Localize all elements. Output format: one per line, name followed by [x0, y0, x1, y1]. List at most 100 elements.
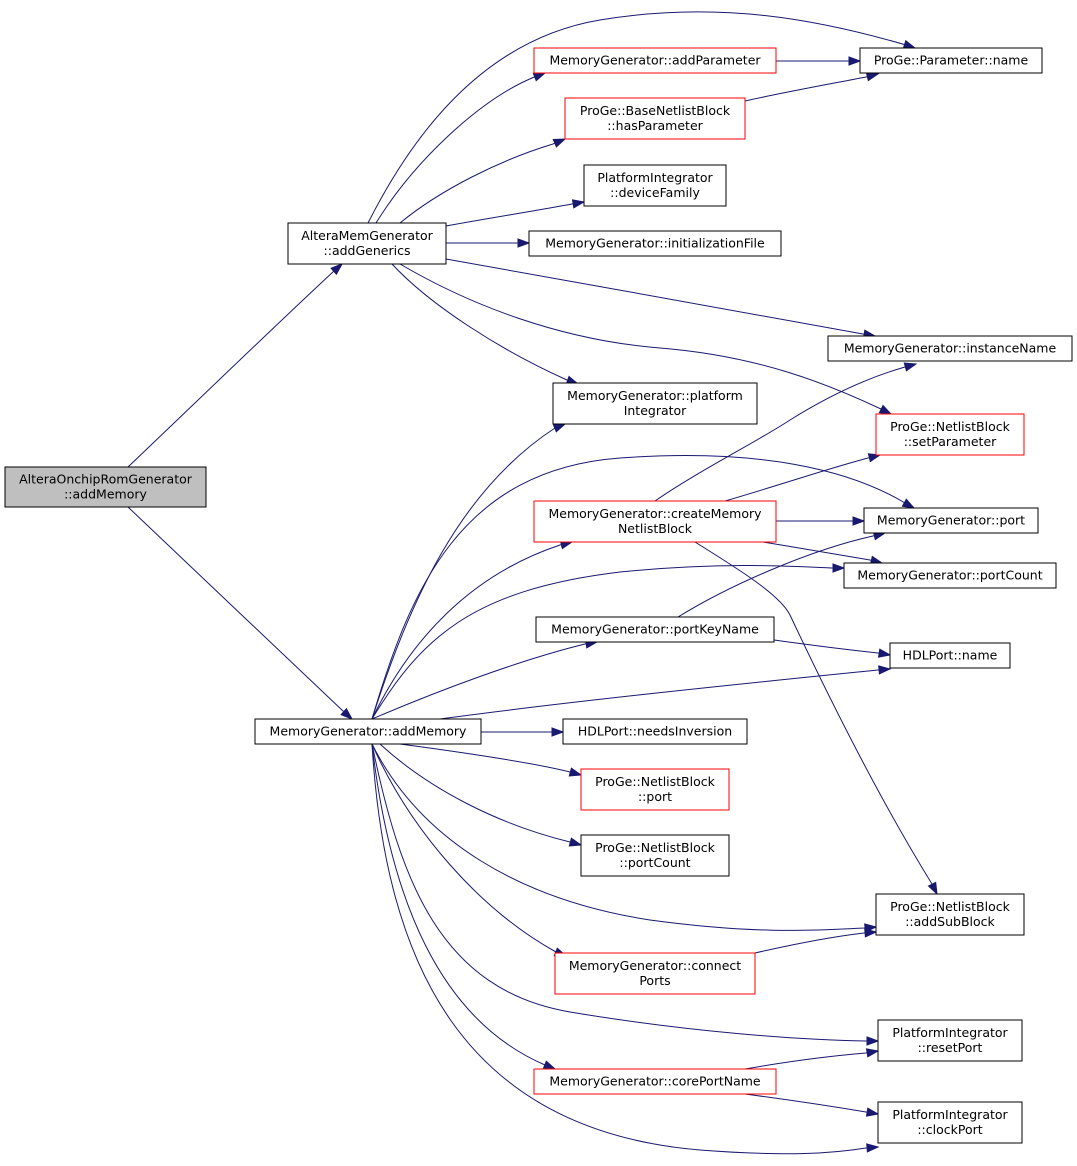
edge-portKeyName-to-mgPort [677, 531, 887, 618]
arrowhead-icon [551, 727, 565, 737]
edge-root-to-addGenerics [127, 263, 344, 468]
arrowhead-icon [902, 39, 917, 49]
node-box [843, 562, 1057, 589]
arrowhead-icon [877, 648, 892, 658]
node-box [580, 834, 730, 877]
node-clockPort[interactable]: PlatformIntegrator::clockPort [877, 1101, 1023, 1144]
arrowhead-icon [865, 72, 880, 82]
node-box [859, 47, 1043, 74]
node-paramName[interactable]: ProGe::Parameter::name [859, 47, 1043, 74]
node-addMemoryMG[interactable]: MemoryGenerator::addMemory [254, 718, 482, 745]
node-corePortName[interactable]: MemoryGenerator::corePortName [533, 1068, 777, 1095]
node-label: PlatformIntegrator [892, 1025, 1008, 1040]
node-mgPort[interactable]: MemoryGenerator::port [863, 507, 1039, 534]
node-portKeyName[interactable]: MemoryGenerator::portKeyName [535, 616, 775, 643]
node-createMemoryNetlistBlock[interactable]: MemoryGenerator::createMemoryNetlistBloc… [533, 500, 777, 543]
node-box [863, 507, 1039, 534]
node-box [875, 413, 1025, 456]
edge-createMemoryNetlistBlock-to-mgPortCount [762, 541, 884, 565]
arrowhead-icon [568, 837, 583, 847]
node-label: ::setParameter [904, 434, 997, 449]
node-addParameter[interactable]: MemoryGenerator::addParameter [533, 47, 777, 74]
edge-root-to-addMemoryMG [127, 506, 354, 720]
edge-addMemoryMG-to-connectPorts [371, 743, 568, 957]
node-label: ::addSubBlock [905, 914, 995, 929]
edge-line [127, 270, 335, 468]
edge-createMemoryNetlistBlock-to-instanceName [654, 362, 918, 502]
arrowhead-icon [866, 1036, 880, 1046]
edge-addGenerics-to-instanceName [445, 258, 877, 339]
node-hasParameter[interactable]: ProGe::BaseNetlistBlock::hasParameter [564, 97, 746, 140]
edge-addMemoryMG-to-resetPort [371, 743, 880, 1046]
node-addSubBlock[interactable]: ProGe::NetlistBlock::addSubBlock [875, 893, 1025, 936]
arrowhead-icon [927, 881, 938, 896]
node-nbPort[interactable]: ProGe::NetlistBlock::port [580, 768, 730, 811]
node-label: ::addGenerics [324, 243, 411, 258]
node-label: HDLPort::needsInversion [578, 724, 732, 739]
node-label: MemoryGenerator::portKeyName [551, 622, 759, 637]
node-box [533, 1068, 777, 1095]
node-initializationFile[interactable]: MemoryGenerator::initializationFile [528, 230, 782, 257]
edge-line [371, 544, 562, 720]
arrowhead-icon [571, 199, 586, 209]
arrowhead-icon [878, 665, 892, 675]
node-box [580, 768, 730, 811]
arrowhead-icon [867, 453, 882, 463]
arrowhead-icon [848, 56, 862, 66]
edge-line [399, 142, 556, 224]
edge-line [371, 565, 833, 720]
node-label: ::port [638, 789, 672, 804]
edge-addMemoryMG-to-nbPort [399, 743, 583, 777]
edges-layer [127, 11, 938, 1155]
node-nbPortCount[interactable]: ProGe::NetlistBlock::portCount [580, 834, 730, 877]
node-setParameter[interactable]: ProGe::NetlistBlock::setParameter [875, 413, 1025, 456]
edge-line [371, 743, 866, 931]
edge-addMemoryMG-to-hdlPortName [439, 665, 892, 720]
node-label: MemoryGenerator::initializationFile [545, 236, 765, 251]
node-root[interactable]: AlteraOnchipRomGenerator::addMemory [4, 466, 207, 508]
node-box [564, 97, 746, 140]
node-box [875, 893, 1025, 936]
edge-addGenerics-to-deviceFamily [445, 199, 586, 227]
node-label: ::portCount [619, 855, 690, 870]
arrowhead-icon [832, 563, 846, 573]
node-mgPortCount[interactable]: MemoryGenerator::portCount [843, 562, 1057, 589]
node-box [4, 466, 207, 508]
edge-createMemoryNetlistBlock-to-addSubBlock [694, 541, 938, 896]
arrowhead-icon [552, 138, 567, 148]
node-instanceName[interactable]: MemoryGenerator::instanceName [827, 335, 1073, 362]
node-resetPort[interactable]: PlatformIntegrator::resetPort [877, 1019, 1023, 1062]
edge-addMemoryMG-to-clockPort [371, 743, 880, 1155]
arrowhead-icon [901, 498, 916, 509]
arrowhead-icon [340, 707, 354, 720]
edge-addMemoryMG-to-mgPortCount [371, 563, 846, 720]
edge-createMemoryNetlistBlock-to-setParameter [724, 453, 882, 502]
edge-addMemoryMG-to-platformIntegrator [371, 423, 567, 720]
node-label: ProGe::NetlistBlock [595, 774, 716, 789]
node-label: MemoryGenerator::createMemory [548, 506, 762, 521]
node-deviceFamily[interactable]: PlatformIntegrator::deviceFamily [583, 164, 727, 207]
edge-corePortName-to-clockPort [744, 1093, 880, 1117]
edge-addMemoryMG-to-mgPort [371, 455, 916, 720]
node-label: MemoryGenerator::connect [569, 958, 741, 973]
node-label: ::addMemory [64, 487, 147, 502]
node-label: AlteraOnchipRomGenerator [19, 472, 193, 487]
node-label: Ports [639, 973, 670, 988]
edge-line [744, 1052, 868, 1070]
edge-line [379, 743, 571, 843]
edge-line [445, 258, 865, 335]
node-box [877, 1101, 1023, 1144]
node-label: NetlistBlock [618, 521, 693, 536]
edge-line [371, 743, 557, 953]
node-hdlPortName[interactable]: HDLPort::name [889, 642, 1011, 669]
node-label: ::clockPort [917, 1122, 982, 1137]
edge-line [371, 743, 867, 1042]
node-addGenerics[interactable]: AlteraMemGenerator::addGenerics [287, 222, 447, 265]
node-needsInversion[interactable]: HDLPort::needsInversion [562, 718, 748, 745]
node-label: MemoryGenerator::addParameter [549, 53, 761, 68]
node-label: ::resetPort [918, 1040, 983, 1055]
edge-line [371, 427, 556, 720]
arrowhead-icon [542, 1060, 557, 1070]
